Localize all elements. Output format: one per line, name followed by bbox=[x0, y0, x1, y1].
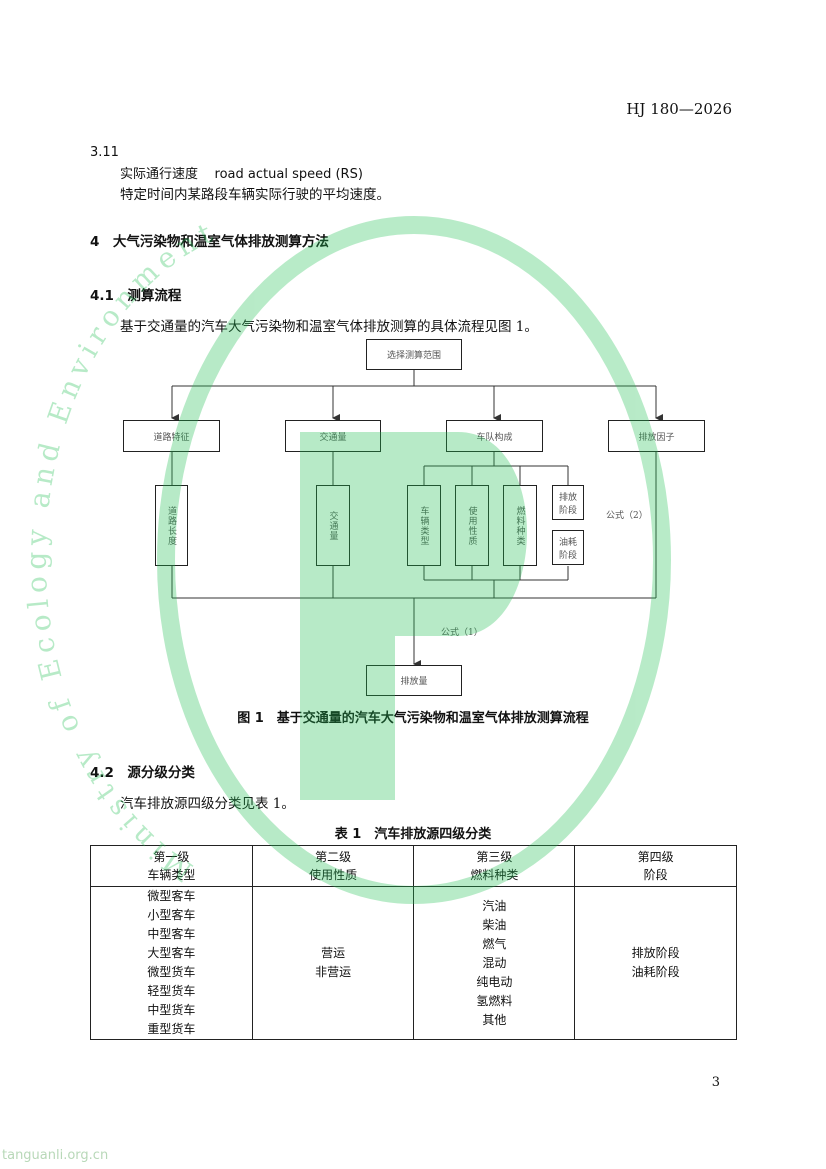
flow-bottom-box: 排放量 bbox=[366, 665, 462, 696]
table-header-cell: 第一级车辆类型 bbox=[90, 845, 253, 887]
term-heading: 实际通行速度 road actual speed (RS) bbox=[120, 163, 363, 182]
watermark-logo-shape bbox=[300, 432, 528, 800]
flow-top-box: 选择测算范围 bbox=[366, 339, 462, 370]
flow-formula-1: 公式（1） bbox=[441, 628, 483, 638]
list-item: 微型客车 bbox=[147, 889, 196, 903]
figure-1-caption: 图 1 基于交通量的汽车大气污染物和温室气体排放测算流程 bbox=[237, 711, 589, 726]
list-item: 其他 bbox=[482, 1012, 507, 1027]
page-number: 3 bbox=[711, 1075, 720, 1090]
flow-box-use-nature: 使用性质 bbox=[455, 485, 489, 566]
list-item: 小型客车 bbox=[147, 908, 196, 922]
list-item: 微型货车 bbox=[147, 965, 196, 979]
header-name: 燃料种类 bbox=[470, 868, 519, 882]
header-name: 使用性质 bbox=[309, 868, 358, 882]
document-code: HJ 180—2026 bbox=[626, 100, 732, 118]
section-4-2-heading: 4.2 源分级分类 bbox=[90, 765, 195, 781]
stage-cell: 排放阶段 油耗阶段 bbox=[574, 886, 737, 1040]
classification-table: 第一级车辆类型 第二级使用性质 第三级燃料种类 第四级阶段 微型客车 小型客车 … bbox=[90, 845, 737, 1040]
list-item: 中型货车 bbox=[147, 1003, 196, 1017]
flow-box-vehicle-type: 车辆类型 bbox=[407, 485, 441, 566]
flow-box-road-length: 道路长度 bbox=[155, 485, 188, 566]
flow-box-road-features: 道路特征 bbox=[123, 420, 220, 452]
section-4-1-paragraph: 基于交通量的汽车大气污染物和温室气体排放测算的具体流程见图 1。 bbox=[120, 319, 538, 335]
header-level: 第二级 bbox=[315, 850, 352, 864]
list-item: 燃气 bbox=[482, 936, 507, 951]
section-4-heading: 4 大气污染物和温室气体排放测算方法 bbox=[90, 234, 329, 250]
header-name: 阶段 bbox=[643, 868, 668, 882]
list-item: 油耗阶段 bbox=[631, 965, 680, 979]
table-row: 微型客车 小型客车 中型客车 大型客车 微型货车 轻型货车 中型货车 重型货车 … bbox=[90, 886, 737, 1040]
list-item: 营运 bbox=[321, 946, 346, 960]
section-4-1-heading: 4.1 测算流程 bbox=[90, 288, 182, 304]
list-item: 重型货车 bbox=[147, 1022, 196, 1036]
flow-box-fleet-composition: 车队构成 bbox=[446, 420, 543, 452]
use-nature-cell: 营运 非营运 bbox=[251, 886, 415, 1040]
section-4-2-paragraph: 汽车排放源四级分类见表 1。 bbox=[120, 796, 295, 812]
list-item: 中型客车 bbox=[147, 927, 196, 941]
list-item: 非营运 bbox=[315, 965, 352, 979]
flow-box-emission-stage: 排放阶段 bbox=[552, 485, 584, 520]
flow-box-fuel-type: 燃料种类 bbox=[503, 485, 537, 566]
term-definition: 特定时间内某路段车辆实际行驶的平均速度。 bbox=[120, 187, 390, 203]
list-item: 汽油 bbox=[482, 898, 507, 913]
table-header-cell: 第三级燃料种类 bbox=[413, 845, 576, 887]
header-level: 第一级 bbox=[153, 850, 190, 864]
list-item: 轻型货车 bbox=[147, 984, 196, 998]
vehicle-type-cell: 微型客车 小型客车 中型客车 大型客车 微型货车 轻型货车 中型货车 重型货车 bbox=[90, 886, 253, 1040]
list-item: 混动 bbox=[482, 955, 507, 970]
list-item: 柴油 bbox=[482, 917, 507, 932]
footer-url[interactable]: tanguanli.org.cn bbox=[2, 1148, 109, 1163]
header-level: 第四级 bbox=[637, 850, 674, 864]
table-header-cell: 第四级阶段 bbox=[574, 845, 737, 887]
fuel-type-cell: 汽油 柴油 燃气 混动 纯电动 氢燃料 其他 bbox=[413, 886, 576, 1040]
list-item: 氢燃料 bbox=[476, 993, 513, 1008]
flow-box-traffic-volume-sub: 交通量 bbox=[316, 485, 350, 566]
list-item: 大型客车 bbox=[147, 946, 196, 960]
header-name: 车辆类型 bbox=[147, 868, 196, 882]
table-header-row: 第一级车辆类型 第二级使用性质 第三级燃料种类 第四级阶段 bbox=[90, 845, 737, 887]
term-cn: 实际通行速度 bbox=[120, 167, 199, 182]
list-item: 排放阶段 bbox=[631, 946, 680, 960]
list-item: 纯电动 bbox=[476, 974, 513, 989]
flow-box-emission-factor: 排放因子 bbox=[608, 420, 705, 452]
section-number-3-11: 3.11 bbox=[90, 145, 119, 160]
flow-box-fuel-consumption-stage: 油耗阶段 bbox=[552, 530, 584, 565]
table-header-cell: 第二级使用性质 bbox=[251, 845, 415, 887]
header-level: 第三级 bbox=[476, 850, 513, 864]
table-1-caption: 表 1 汽车排放源四级分类 bbox=[334, 827, 492, 842]
flow-box-traffic-volume: 交通量 bbox=[285, 420, 381, 452]
flow-formula-2: 公式（2） bbox=[606, 508, 648, 521]
term-en: road actual speed (RS) bbox=[214, 167, 363, 182]
